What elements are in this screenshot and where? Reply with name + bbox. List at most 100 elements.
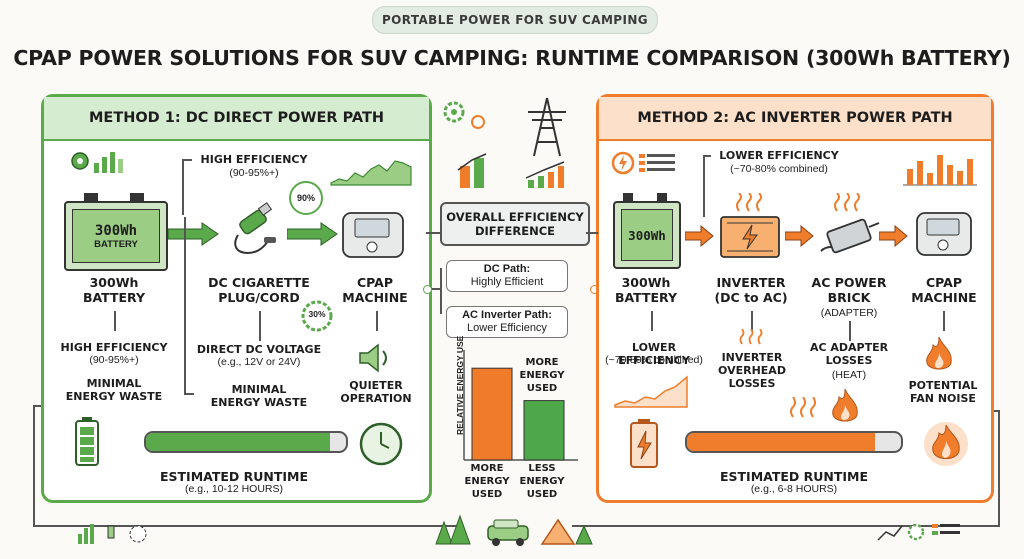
method2-title: METHOD 2: AC INVERTER POWER PATH: [599, 97, 991, 141]
method1-title: METHOD 1: DC DIRECT POWER PATH: [44, 97, 429, 141]
m1-eff-title: HIGH EFFICIENCY: [60, 341, 168, 354]
gear-chart-icon: [71, 152, 123, 173]
heat-icon-3: [739, 329, 763, 345]
inverter-icon: [720, 216, 780, 258]
m1-arrow-2: [287, 222, 338, 246]
m2-battery: 300Wh: [613, 201, 681, 269]
m1-voltage-sub: (e.g., 12V or 24V): [217, 356, 301, 368]
m2-runtime-bar: [685, 431, 903, 453]
right-connector: [998, 410, 1000, 526]
link-left-to-box: [426, 232, 440, 234]
speaker-icon: [359, 343, 387, 373]
m1-long-line-stub: [184, 393, 194, 395]
growth-chart-icon: [525, 161, 565, 188]
battery-full-icon: [75, 417, 99, 466]
center-dot-left: [423, 285, 432, 294]
m1-line-plug: [259, 311, 261, 341]
bar2-bottom-label: LESS ENERGY USED: [519, 463, 565, 500]
dc-path-title: DC Path:: [483, 263, 531, 275]
m1-runtime-bar: [144, 431, 348, 453]
m2-inverter-caption: INVERTER (DC to AC): [714, 275, 788, 305]
bottom-connector-left: [33, 525, 463, 527]
dc-path-tag: DC Path: Highly Efficient: [446, 260, 568, 292]
bar-chart-icon: [457, 153, 487, 188]
m2-top-note-sub: (~70-80% combined): [730, 163, 828, 175]
m2-top-note-title: LOWER EFFICIENCY: [719, 149, 839, 162]
battery-charging-icon: [630, 419, 658, 468]
bottom-left-icons: [78, 524, 147, 544]
m2-line-brick: [849, 321, 851, 341]
m2-adapter-loss-sub: (HEAT): [831, 369, 867, 381]
bottom-right-icons: [877, 523, 960, 541]
bar2-top-label: MORE ENERGY USED: [519, 357, 565, 394]
m2-battery-terminal-minus: [657, 193, 667, 201]
m1-battery-terminal-minus: [130, 193, 144, 201]
m2-battery-label: 300Wh: [628, 227, 666, 243]
left-connector: [33, 405, 35, 527]
clock-icon: [359, 422, 403, 466]
ac-path-title: AC Inverter Path:: [462, 309, 552, 321]
efficiency-difference-text: OVERALL EFFICIENCY DIFFERENCE: [446, 210, 584, 238]
m1-runtime-sub: (e.g., 10-12 HOURS): [184, 483, 284, 495]
m1-long-line: [184, 217, 186, 395]
link-box-to-right: [586, 232, 598, 234]
m1-line-cpap: [376, 311, 378, 331]
m2-eff-sub: (~70-80% combined): [605, 354, 703, 366]
m2-arrow-2: [785, 225, 814, 247]
warning-list-icon: [611, 151, 675, 175]
m2-adapter-loss: AC ADAPTER LOSSES: [809, 341, 889, 367]
m1-top-note-sub: (90-95%+): [229, 167, 279, 179]
bar1-bottom-label: MORE ENERGY USED: [464, 463, 510, 500]
m1-battery-terminal-plus: [84, 193, 98, 201]
m2-line-battery: [651, 311, 653, 331]
loss-chart-icon: [903, 155, 977, 186]
m1-badge-90: 90%: [289, 181, 323, 215]
m2-battery-terminal-plus: [623, 193, 633, 201]
bottom-connector-right: [572, 525, 1000, 527]
m2-runtime-fill: [687, 433, 876, 451]
heat-icon-2: [834, 193, 860, 212]
m2-inv-loss: INVERTER OVERHEAD LOSSES: [718, 351, 786, 390]
cigarette-plug-icon: [234, 202, 276, 255]
fire-icon-2: [832, 388, 858, 422]
right-connector-stub: [990, 410, 1000, 412]
m1-top-note-title: HIGH EFFICIENCY: [200, 153, 308, 166]
m2-runtime-title: ESTIMATED RUNTIME: [719, 469, 869, 484]
power-tower-icon: [528, 97, 566, 157]
m1-eff-sub: (90-95%+): [89, 354, 139, 366]
m2-line-inverter: [751, 311, 753, 331]
page-title: CPAP POWER SOLUTIONS FOR SUV CAMPING: RU…: [13, 46, 1011, 70]
gear-icon: [443, 101, 485, 129]
m2-rising-chart: [613, 373, 689, 409]
fire-icon-1: [926, 336, 952, 370]
m1-voltage-title: DIRECT DC VOLTAGE: [196, 343, 322, 356]
m1-note-stub: [182, 159, 192, 161]
m1-waste-mid: MINIMAL ENERGY WASTE: [210, 383, 308, 409]
m1-battery-label: 300Wh: [94, 222, 138, 239]
top-pill: PORTABLE POWER FOR SUV CAMPING: [372, 6, 658, 34]
ac-path-sub: Lower Efficiency: [467, 322, 547, 334]
m1-runtime-fill: [146, 433, 330, 451]
m2-note-stub: [703, 155, 711, 157]
m2-eff-title: LOWER EFFICIENCY: [618, 341, 690, 367]
m1-line-battery: [114, 311, 116, 331]
m2-note-line: [703, 155, 705, 217]
m2-cpap-icon: [916, 212, 972, 256]
m1-arrow-1: [168, 222, 219, 246]
m2-arrow-1: [685, 225, 714, 247]
heat-icon-1: [736, 193, 762, 212]
m2-cpap-caption: CPAP MACHINE: [911, 275, 977, 305]
m1-badge-30-gear: [301, 300, 333, 332]
m1-badge-30: 30%: [308, 309, 326, 319]
energy-chart: [463, 350, 578, 461]
m1-note-line: [182, 159, 184, 215]
center-vline: [440, 268, 442, 314]
energy-chart-ylabel: RELATIVE ENERGY USE: [455, 335, 465, 435]
method1-panel: METHOD 1: DC DIRECT POWER PATH HIGH EFFI…: [41, 94, 432, 503]
m1-battery-sub: BATTERY: [94, 238, 138, 250]
method2-panel: METHOD 2: AC INVERTER POWER PATH LOWER E…: [596, 94, 994, 503]
fire-icon-3: [924, 422, 968, 466]
bar-more-energy: [471, 367, 513, 461]
m2-line-cpap: [943, 311, 945, 331]
m2-battery-caption: 300Wh BATTERY: [614, 275, 678, 305]
